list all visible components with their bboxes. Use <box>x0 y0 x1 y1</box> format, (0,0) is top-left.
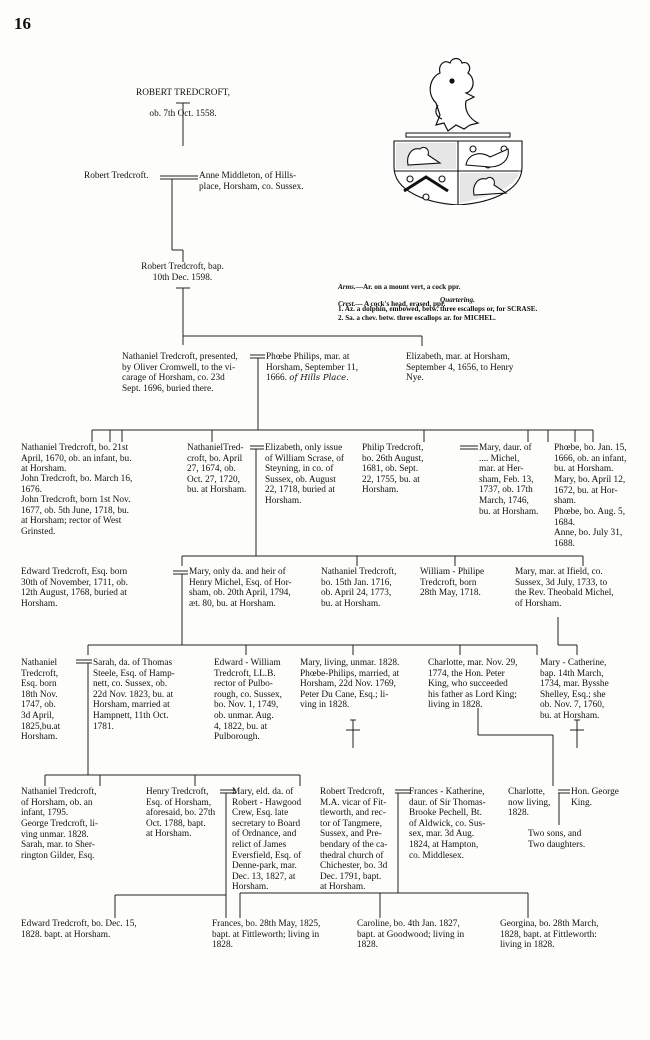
gen9-georgina: Georgina, bo. 28th March, 1828, bapt. at… <box>500 919 599 951</box>
gen9-frances: Frances, bo. 28th May, 1825, bapt. at Fi… <box>212 919 321 951</box>
gen7-charlotte: Charlotte, mar. Nov. 29, 1774, the Hon. … <box>428 658 518 711</box>
gen5-john-tredcroft-1676: John Tredcroft, bo. March 16, 1676. <box>21 474 133 495</box>
gen5-philip-tredcroft: Philip Tredcroft, bo. 26th August, 1681,… <box>362 443 424 496</box>
gen4-elizabeth: Elizabeth, mar. at Horsham, September 4,… <box>406 352 514 384</box>
gen5-nathaniel-infant: Nathaniel Tredcroft, bo. 21st April, 167… <box>21 443 132 475</box>
gen2-anne-middleton: Anne Middleton, of Hills- place, Horsham… <box>199 171 304 192</box>
gen6-nathaniel-tredcroft: Nathaniel Tredcroft, bo. 15th Jan. 1716,… <box>321 567 397 609</box>
gen8-frances-katherine: Frances - Katherine, daur. of Sir Thomas… <box>409 787 486 861</box>
arms-label: Arms. <box>338 282 356 291</box>
gen5-mary-michel: Mary, daur. of .... Michel, mar. at Her-… <box>479 443 539 517</box>
gen8-robert-tredcroft: Robert Tredcroft, M.A. vicar of Fit- tle… <box>320 787 388 893</box>
gen8-mary-crew: Mary, eld. da. of Robert - Hawgood Crew,… <box>232 787 302 893</box>
gen5-anne-1688: Anne, bo. July 31, 1688. <box>554 528 623 549</box>
gen8-sarah-gilder: Sarah, mar. to Sher- rington Gilder, Esq… <box>21 840 95 861</box>
gen7-mary-catherine: Mary - Catherine, bap. 14th March, 1734,… <box>540 658 609 721</box>
gen5-phoebe-1684: Phœbe, bo. Aug. 5, 1684. <box>554 507 626 528</box>
gen1-robert-tredcroft: ROBERT TREDCROFT, ob. 7th Oct. 1558. <box>108 77 258 119</box>
arms-text: —Ar. on a mount vert, a cock ppr. <box>355 282 461 291</box>
crest-label: Crest. <box>338 299 356 308</box>
quartering-label: Quartering. <box>440 296 475 304</box>
gen8-nathaniel-infant: Nathaniel Tredcroft, of Horsham, ob. an … <box>21 787 97 819</box>
gen5-mary-1672: Mary, bo. April 12, 1672, bu. at Hor- sh… <box>554 475 626 507</box>
page-number: 16 <box>14 14 31 33</box>
gen9-edward-tredcroft: Edward Tredcroft, bo. Dec. 15, 1828. bap… <box>21 919 137 940</box>
gen5-elizabeth-scrase: Elizabeth, only issue of William Scrase,… <box>265 443 344 506</box>
gen8-charlotte: Charlotte, now living, 1828. <box>508 787 551 819</box>
gen3-robert-tredcroft: Robert Tredcroft, bap. 10th Dec. 1598. <box>141 262 224 283</box>
gen5-phoebe-infant: Phœbe, bo. Jan. 15, 1666, ob. an infant,… <box>554 443 627 475</box>
coat-of-arms-illustration <box>393 57 523 205</box>
gen6-mary-michel: Mary, only da. and heir of Henry Michel,… <box>189 567 292 609</box>
quartering-2: 2. Sa. a chev. betw. three escallops ar.… <box>338 314 496 322</box>
gen4-nathaniel-tredcroft: Nathaniel Tredcroft, presented, by Olive… <box>122 352 238 394</box>
gen4-phoebe-philips: Phœbe Philips, mar. at Horsham, Septembe… <box>266 352 359 384</box>
gen8-issue: Two sons, and Two daughters. <box>528 829 586 850</box>
crest-cock-head-icon <box>429 57 480 132</box>
gen8-george-king: Hon. George King. <box>571 787 619 808</box>
crest-text: — A cock's head, erased, ppr. <box>355 299 446 308</box>
gen5-nathaniel-tredcroft: NathanielTred- croft, bo. April 27, 1674… <box>187 443 247 496</box>
gen7-nathaniel-tredcroft: Nathaniel Tredcroft, Esq. born 18th Nov.… <box>21 658 61 743</box>
gen4-phoebe-note: of Hills Place. <box>289 373 349 384</box>
quartering-1: 1. Az. a dolphin, embowed, betw. three e… <box>338 305 538 313</box>
gen6-william-philipe: William - Philipe Tredcroft, born 28th M… <box>420 567 485 599</box>
shield-icon <box>393 140 523 205</box>
gen5-john-tredcroft-1677: John Tredcroft, born 1st Nov. 1677, ob. … <box>21 495 131 537</box>
gen1-robert-death: ob. 7th Oct. 1558. <box>149 108 217 119</box>
gen9-caroline: Caroline, bo. 4th Jan. 1827, bapt. at Go… <box>357 919 465 951</box>
gen2-robert-tredcroft: Robert Tredcroft. <box>84 171 149 181</box>
gen8-george-tredcroft: George Tredcroft, li- ving unmar. 1828. <box>21 819 99 840</box>
gen8-henry-tredcroft: Henry Tredcroft, Esq. of Horsham, afores… <box>146 787 216 840</box>
gen7-edward-william: Edward - William Tredcroft, LL.B. rector… <box>214 658 282 743</box>
gen6-edward-tredcroft: Edward Tredcroft, Esq. born 30th of Nove… <box>21 567 128 609</box>
arms-description: Arms.—Ar. on a mount vert, a cock ppr. C… <box>338 274 638 308</box>
gen7-mary-phoebe: Mary, living, unmar. 1828. Phœbe-Philips… <box>300 658 400 711</box>
gen6-mary-ifield: Mary, mar. at Ifield, co. Sussex, 3d Jul… <box>515 567 614 609</box>
gen7-sarah-steele: Sarah, da. of Thomas Steele, Esq. of Ham… <box>93 658 175 732</box>
gen1-robert-name: ROBERT TREDCROFT, <box>136 87 230 98</box>
